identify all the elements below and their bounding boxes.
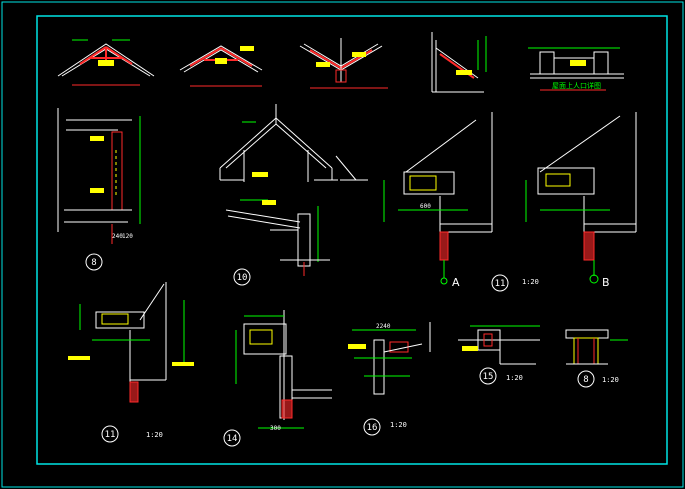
view-label-b: B <box>602 276 610 289</box>
view-marker-b <box>589 274 599 284</box>
marker-15 <box>479 367 497 385</box>
eave-section-11c <box>68 282 194 403</box>
detail-markers <box>85 253 595 447</box>
marker-11a-text: 11 <box>495 279 506 289</box>
marker-16-text: 16 <box>367 423 378 433</box>
marker-texts: 8 10 11 11 14 16 15 8 <box>91 258 588 444</box>
view-marker-a <box>440 277 448 285</box>
eave-section-b <box>525 112 637 276</box>
roof-detail-3 <box>299 38 388 89</box>
marker-16 <box>363 418 381 436</box>
eave-section-8 <box>57 108 141 244</box>
scale-11a: 1:20 <box>522 278 539 286</box>
marker-8b <box>577 370 595 388</box>
dim-240: 240 <box>112 233 123 240</box>
eave-section-15 <box>458 325 540 365</box>
inner-border <box>36 15 668 465</box>
marker-11c <box>101 425 119 443</box>
dim-120: 120 <box>122 233 133 240</box>
marker-14 <box>223 429 241 447</box>
scale-11c: 1:20 <box>146 431 163 439</box>
marker-15-text: 15 <box>483 372 494 382</box>
marker-11c-text: 11 <box>105 430 116 440</box>
scale-labels: 1:20 1:20 1:20 1:20 1:20 <box>146 278 619 439</box>
eave-section-a <box>383 112 493 278</box>
view-label-a: A <box>452 276 460 289</box>
dim-2240: 2240 <box>376 323 391 330</box>
marker-11a <box>491 274 509 292</box>
marker-10 <box>233 268 251 286</box>
scale-15: 1:20 <box>506 374 523 382</box>
marker-14-text: 14 <box>227 434 238 444</box>
gable-section-10 <box>219 104 368 182</box>
entry-detail-title: 屋面上人口详图 <box>552 81 601 90</box>
scale-8b: 1:20 <box>602 376 619 384</box>
parapet-detail <box>225 199 330 276</box>
roof-detail-4 <box>431 32 487 93</box>
dim-300: 300 <box>270 425 281 432</box>
roof-detail-2 <box>179 45 263 87</box>
dimension-labels: 240 120 2240 300 600 <box>112 203 431 432</box>
marker-10-text: 10 <box>237 273 248 283</box>
marker-8 <box>85 253 103 271</box>
eave-section-16 <box>348 322 431 395</box>
parapet-section-8b <box>565 329 628 365</box>
roof-detail-1 <box>57 39 155 86</box>
dim-600: 600 <box>420 203 431 210</box>
eave-section-14 <box>235 310 332 429</box>
marker-8b-text: 8 <box>583 375 588 385</box>
roof-entry-detail: 屋面上人口详图 <box>528 47 624 91</box>
scale-16: 1:20 <box>390 421 407 429</box>
marker-8-text: 8 <box>91 258 96 268</box>
